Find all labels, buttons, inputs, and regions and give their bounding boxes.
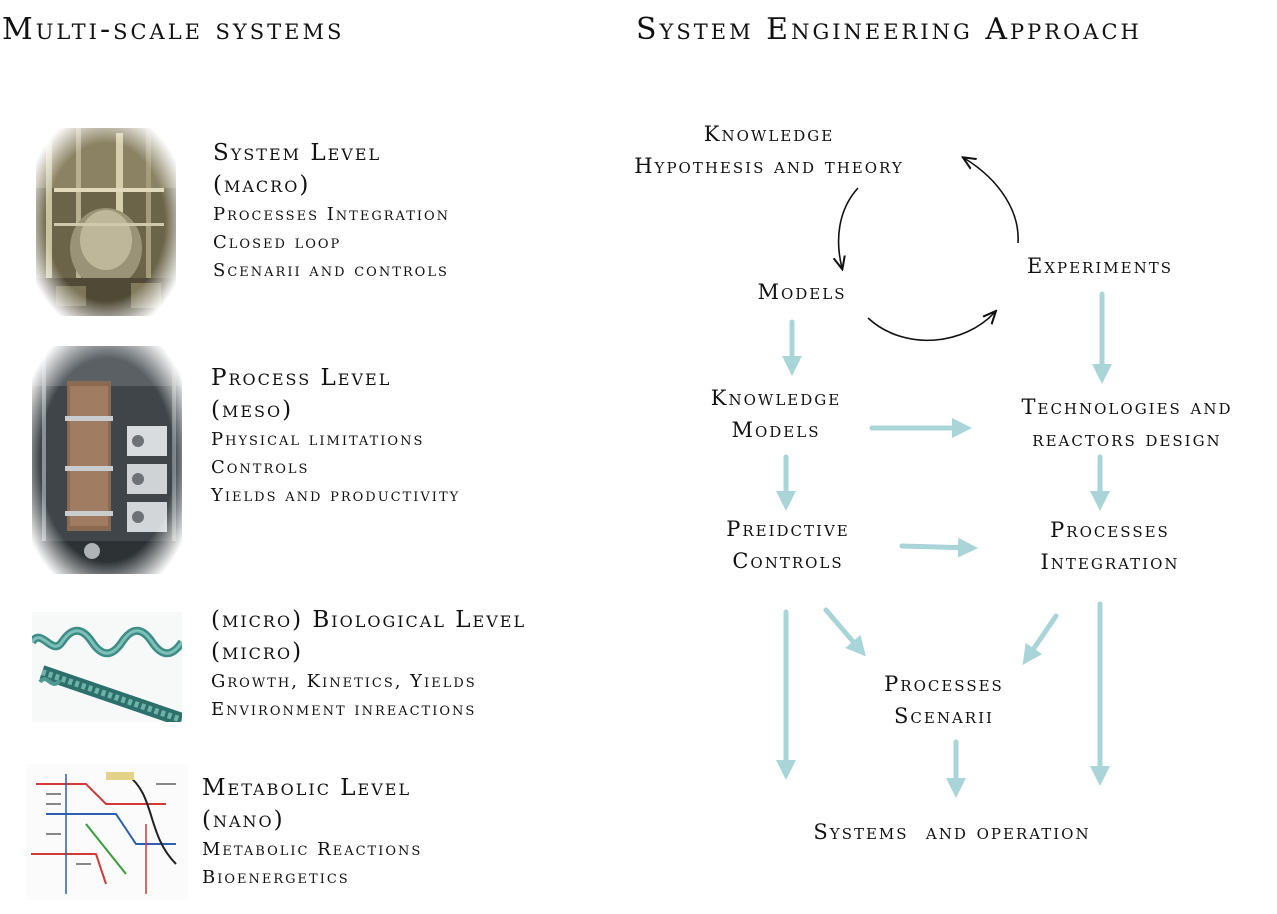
system-level-item: Processes Integration [213, 204, 451, 225]
biological-level-item: Environment inreactions [211, 699, 477, 720]
system-level-block: System Level (macro) Processes Integrati… [213, 137, 450, 285]
process-level-title: Process Level [211, 365, 392, 391]
metabolic-level-item: Metabolic Reactions [202, 839, 423, 860]
arrow-predictive-to-integration [899, 537, 978, 558]
metabolic-level-scale: (nano) [202, 807, 285, 833]
left-heading: Multi-scale systems [2, 12, 345, 47]
arrow-predictive-to-scenarii [823, 607, 866, 657]
metabolic-level-block: Metabolic Level (nano) Metabolic Reactio… [202, 772, 422, 892]
node-knowledge-hypothesis: Knowledge Hypothesis and theory [585, 118, 953, 182]
metabolic-level-title: Metabolic Level [202, 775, 412, 801]
spirulina-filament-photo [32, 612, 182, 722]
arrow-integration-to-scenarii [1022, 613, 1059, 665]
bioreactor-plant-photo [36, 128, 176, 316]
node-processes-integration: Processes Integration [1000, 514, 1220, 578]
node-integration-line: Integration [1040, 550, 1180, 574]
node-knowledge-models-line: Models [731, 418, 821, 442]
node-models: Models [757, 280, 847, 304]
process-level-block: Process Level (meso) Physical limitation… [211, 362, 460, 510]
system-level-scale: (macro) [213, 172, 311, 198]
node-experiments: Experiments [1027, 254, 1173, 278]
packed-column-reactor-photo [32, 346, 182, 574]
biological-level-scale: (micro) [211, 639, 304, 665]
node-technologies-line: Technologies and [1021, 395, 1233, 419]
node-predictive-controls: Preidctive Controls [690, 513, 886, 577]
process-level-item: Controls [211, 457, 310, 478]
system-level-title: System Level [213, 140, 382, 166]
metabolic-pathway-map [26, 764, 188, 900]
process-level-item: Physical limitations [211, 429, 425, 450]
biological-level-block: (micro) Biological Level (micro) Growth,… [211, 604, 526, 724]
node-hypothesis-line: Hypothesis and theory [634, 154, 904, 178]
node-knowledge-line: Knowledge [703, 122, 835, 146]
node-processes-line: Processes [884, 672, 1004, 696]
metabolic-level-item: Bioenergetics [202, 867, 350, 888]
biological-level-item: Growth, Kinetics, Yields [211, 671, 477, 692]
process-level-item: Yields and productivity [211, 485, 461, 506]
process-level-scale: (meso) [211, 397, 294, 423]
node-reactors-line: reactors design [1032, 427, 1222, 451]
node-knowledge-models: Knowledge Models [680, 382, 872, 446]
cycle-arc-models-to-experiments [867, 312, 995, 342]
node-controls-line: Controls [732, 549, 844, 573]
system-level-item: Scenarii and controls [213, 260, 449, 281]
node-predictive-line: Preidctive [726, 517, 850, 541]
cycle-arc-experiments-to-knowledge [964, 158, 1019, 244]
right-heading: System Engineering Approach [636, 12, 1142, 47]
node-systems-operation: Systems and operation [813, 820, 1091, 844]
biological-level-title: (micro) Biological Level [211, 607, 527, 633]
node-processes-line: Processes [1050, 518, 1170, 542]
node-knowledge-models-line: Knowledge [710, 386, 842, 410]
system-level-item: Closed loop [213, 232, 342, 253]
cycle-arc-knowledge-to-models [839, 187, 859, 268]
node-processes-scenarii: Processes Scenarii [852, 668, 1036, 732]
node-scenarii-line: Scenarii [894, 704, 994, 728]
node-technologies-reactors: Technologies and reactors design [980, 391, 1274, 455]
